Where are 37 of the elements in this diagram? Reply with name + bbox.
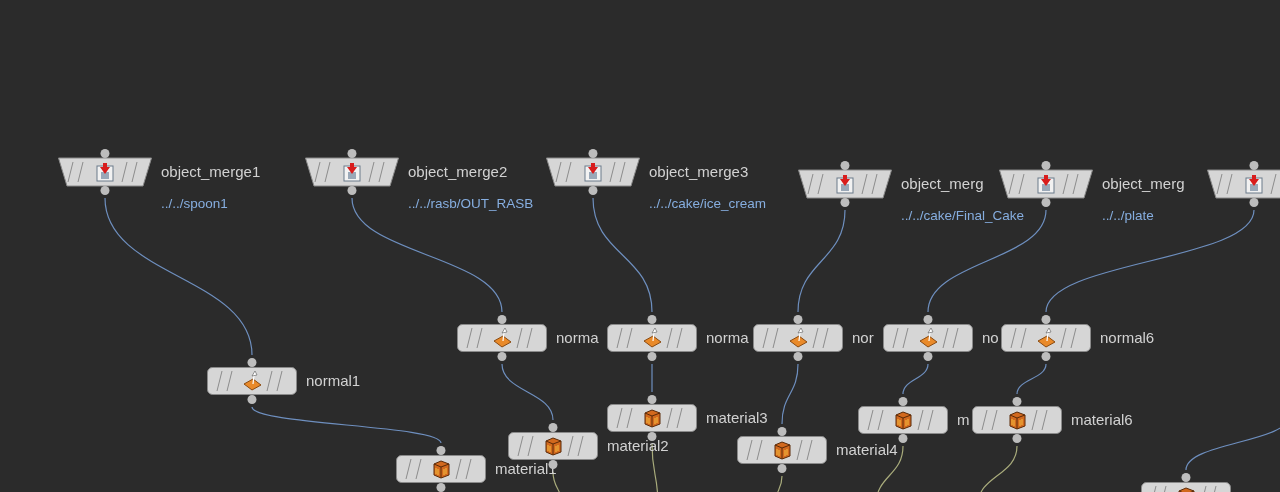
node-label: object_merg [901, 175, 984, 193]
node-label: object_merge2 [408, 163, 508, 181]
wire [651, 363, 653, 393]
wire [1045, 209, 1255, 313]
node-label: object_merge3 [649, 163, 749, 181]
node-label: material4 [836, 441, 898, 459]
wire [875, 445, 904, 492]
wire [781, 363, 799, 425]
path-label: ../../rasb/OUT_RASB [408, 195, 534, 213]
path-label: ../../cake/Final_Cake [901, 207, 1025, 225]
wire [797, 209, 846, 313]
wire [351, 197, 503, 313]
node-label: no [982, 329, 999, 347]
node-label: nor [852, 329, 874, 347]
wire [104, 197, 253, 356]
node-label: material6 [1071, 411, 1133, 429]
wire [927, 209, 1047, 313]
node-label: material2 [607, 437, 669, 455]
path-label: ../../cake/ice_cream [649, 195, 767, 213]
path-label: ../../spoon1 [161, 195, 228, 213]
node-label: norma [556, 329, 599, 347]
node-label: material3 [706, 409, 768, 427]
wire [552, 471, 563, 492]
wire [1016, 363, 1047, 395]
wire [902, 363, 929, 395]
node-label: m [957, 411, 970, 429]
node-label: object_merg [1102, 175, 1185, 193]
node-label: normal1 [306, 372, 361, 390]
wire [251, 406, 442, 444]
wire [501, 363, 554, 421]
node-label: object_merge1 [161, 163, 261, 181]
wire [592, 197, 653, 313]
path-label: ../../plate [1102, 207, 1154, 225]
wire [651, 443, 659, 492]
wire [774, 475, 783, 492]
node-label: normal6 [1100, 329, 1155, 347]
node-label: norma [706, 329, 749, 347]
